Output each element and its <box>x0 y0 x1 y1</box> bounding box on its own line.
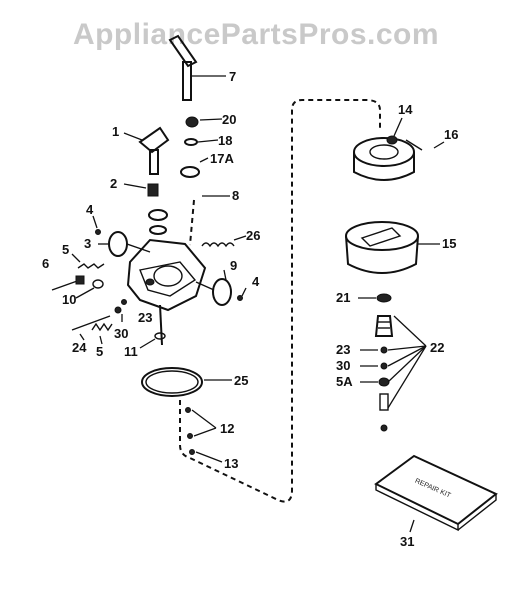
part-14-15-cover <box>353 117 445 181</box>
label-23-left: 23 <box>138 310 152 325</box>
label-17a: 17A <box>210 151 234 166</box>
watermark: AppliancePartsPros.com <box>72 18 440 51</box>
label-6: 6 <box>42 256 49 271</box>
label-9: 9 <box>230 258 237 273</box>
part-8 <box>189 195 230 246</box>
label-20: 20 <box>222 112 236 127</box>
assembly-dashed-line <box>179 99 381 503</box>
label-3: 3 <box>84 236 91 251</box>
label-13: 13 <box>224 456 238 471</box>
part-9-disc <box>195 269 247 306</box>
label-1: 1 <box>112 124 119 139</box>
label-8: 8 <box>232 188 239 203</box>
part-10 <box>75 279 104 299</box>
part-16-float-bowl <box>345 221 440 274</box>
label-5a: 5A <box>336 374 353 389</box>
part-25-gasket <box>141 367 232 397</box>
label-5: 5 <box>62 242 69 257</box>
label-7: 7 <box>229 69 236 84</box>
part-7-shaft <box>168 34 226 101</box>
parts-20-18-17a <box>180 116 223 178</box>
part-4-left <box>92 215 101 235</box>
label-4-right: 4 <box>252 274 260 289</box>
label-31: 31 <box>400 534 414 549</box>
repair-kit-text: REPAIR KIT <box>414 478 453 500</box>
label-4-left: 4 <box>86 202 94 217</box>
part-1-lever <box>123 126 170 175</box>
part-labels: 7 20 18 17A 8 26 1 2 4 3 5 6 10 9 4 23 3… <box>42 69 458 549</box>
label-30-right: 30 <box>336 358 350 373</box>
label-16-upper: 16 <box>444 127 458 142</box>
label-22: 22 <box>430 340 444 355</box>
label-25: 25 <box>234 373 248 388</box>
label-21: 21 <box>336 290 350 305</box>
label-23-right: 23 <box>336 342 350 357</box>
label-14: 14 <box>398 102 413 117</box>
part-2 <box>123 183 159 197</box>
label-10: 10 <box>62 292 76 307</box>
label-12: 12 <box>220 421 234 436</box>
label-24: 24 <box>72 340 87 355</box>
parts-12-13 <box>185 407 223 463</box>
label-30-left: 30 <box>114 326 128 341</box>
part-11 <box>139 332 166 349</box>
label-11: 11 <box>124 344 138 359</box>
parts-23-30-24-5 <box>71 299 127 345</box>
parts-21-22-column <box>358 293 427 432</box>
parts-5-6-screws <box>51 253 105 291</box>
part-31-repair-kit <box>374 454 498 533</box>
label-2: 2 <box>110 176 117 191</box>
label-18: 18 <box>218 133 232 148</box>
part-3-plate <box>98 231 151 257</box>
label-5-lower: 5 <box>96 344 103 359</box>
part-26-spring <box>201 235 247 248</box>
label-26: 26 <box>246 228 260 243</box>
carburetor-body <box>126 209 207 346</box>
label-15: 15 <box>442 236 456 251</box>
